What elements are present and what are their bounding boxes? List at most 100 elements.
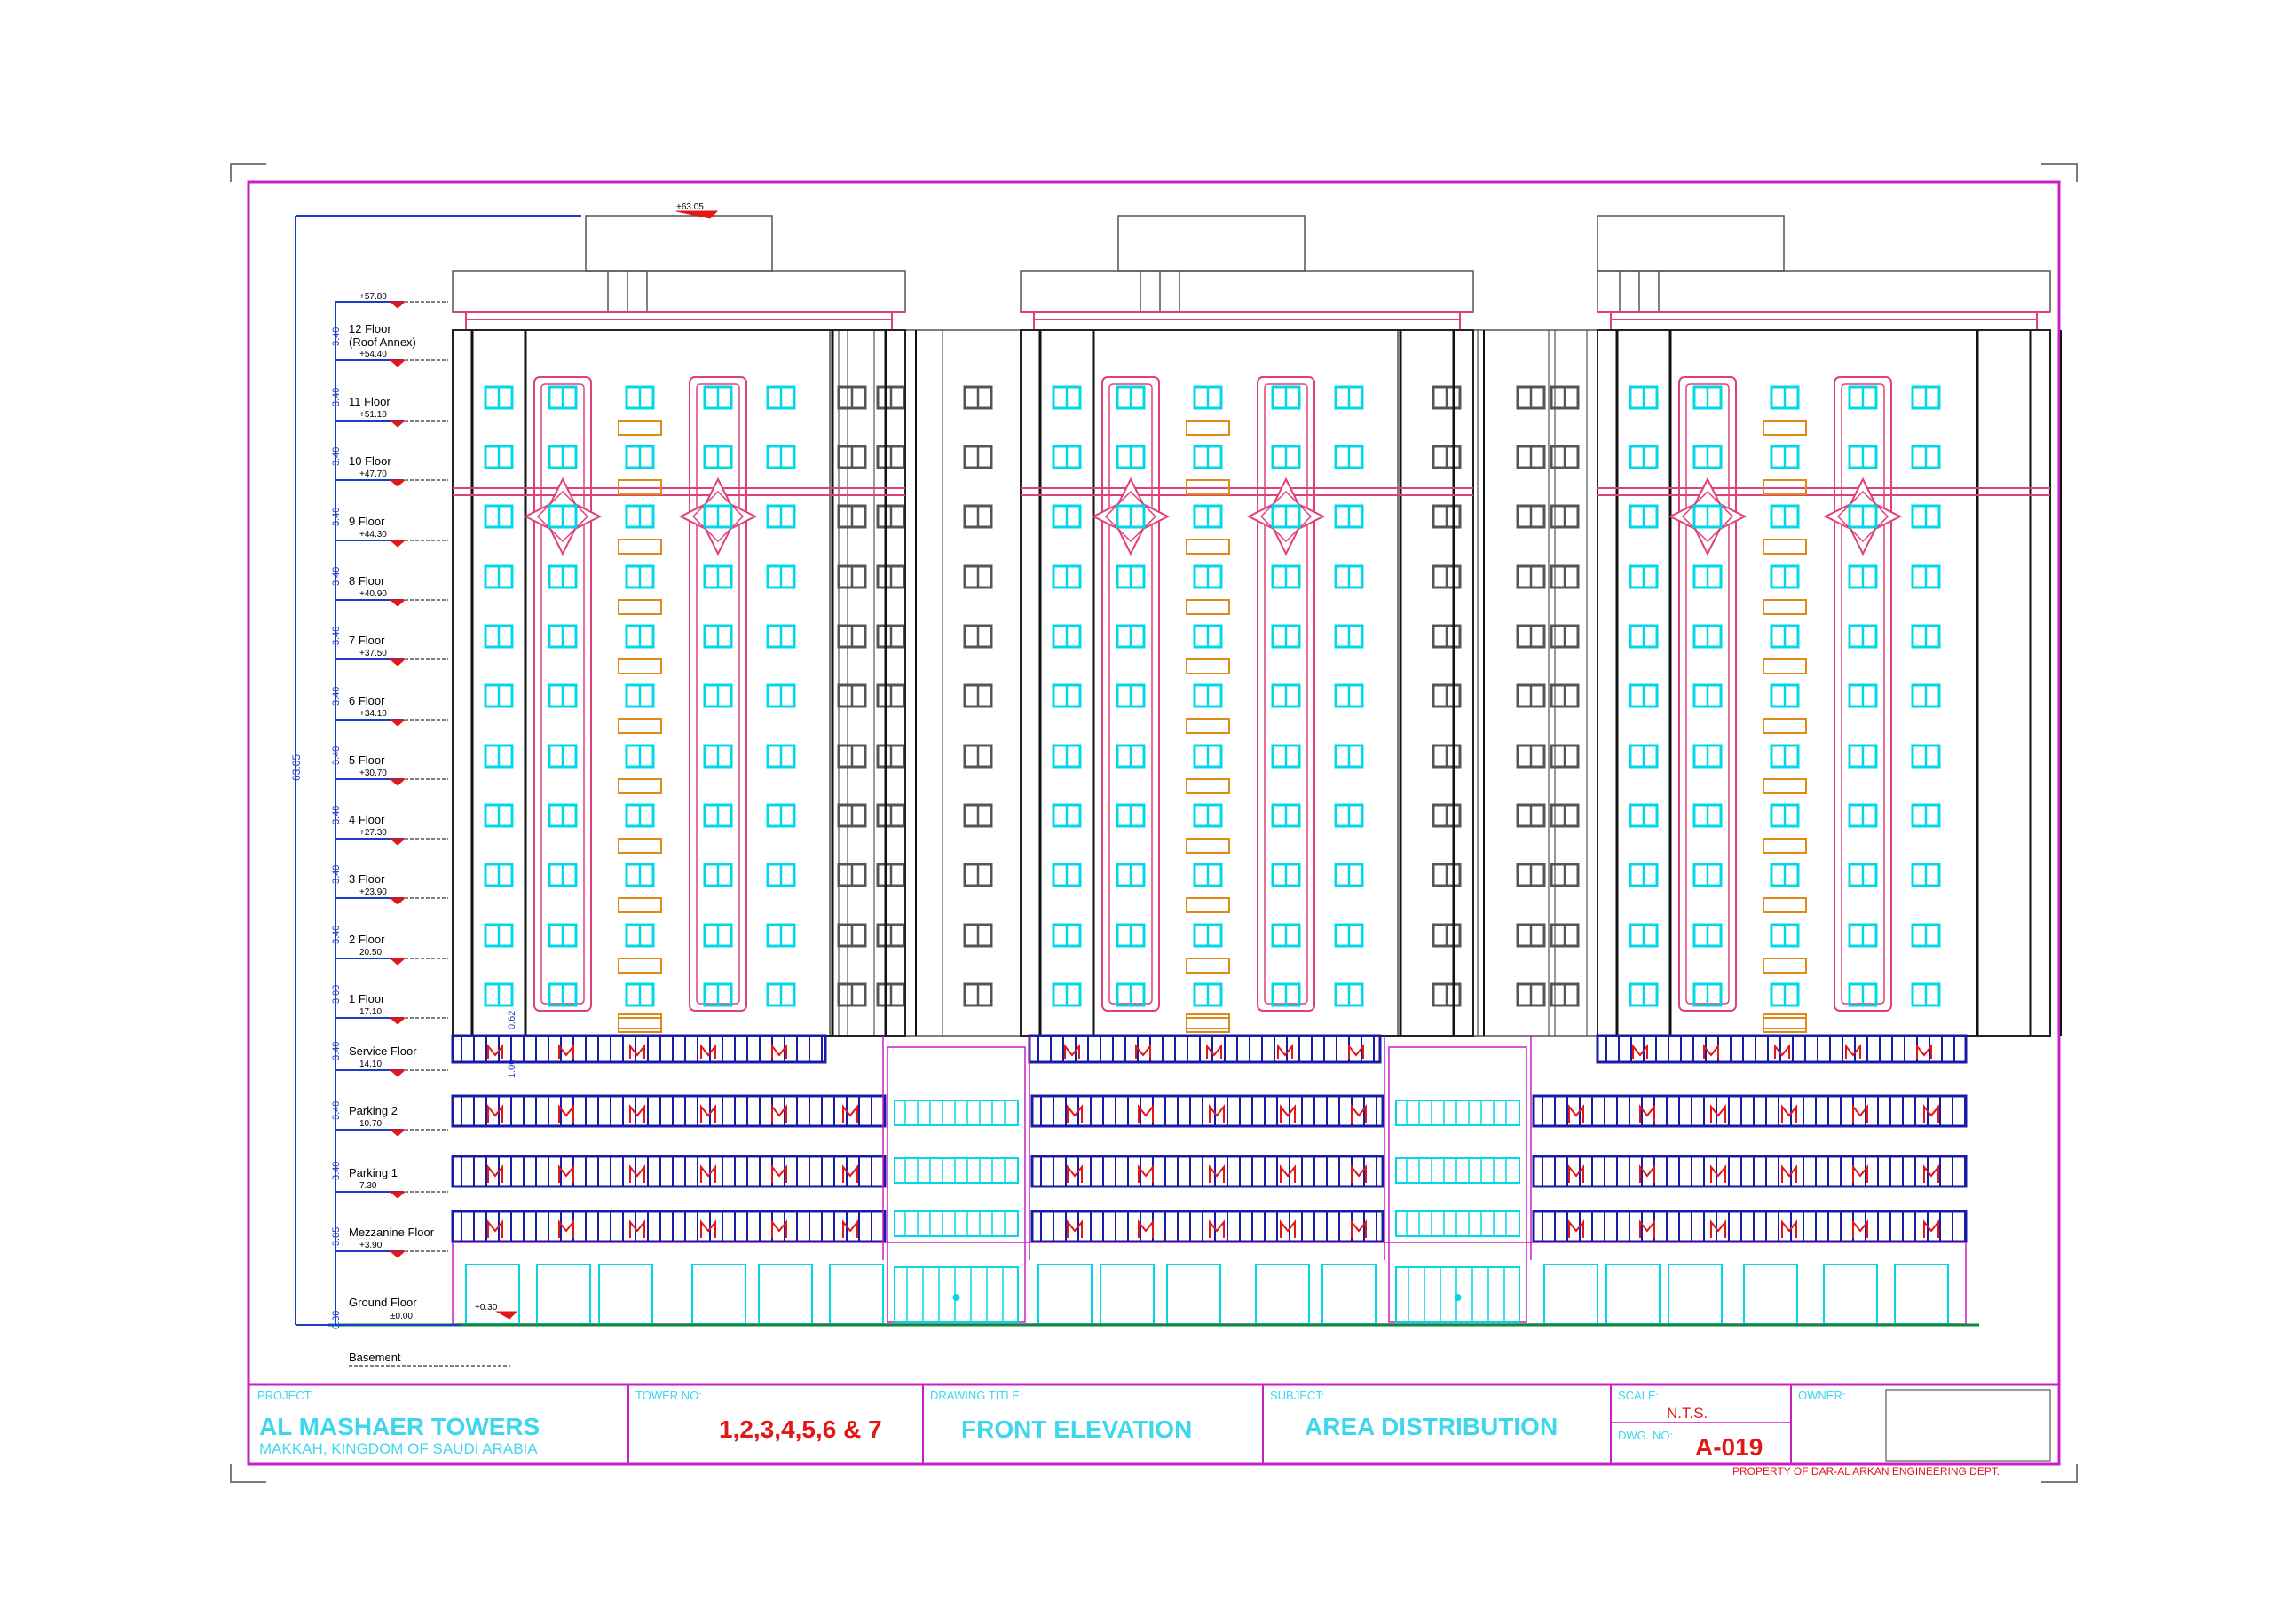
level-name: 4 Floor (349, 813, 385, 826)
gap-dim: 3.40 (331, 687, 342, 706)
tower-label: TOWER NO: (635, 1389, 702, 1402)
balcony (618, 599, 662, 615)
dwg-value: A-019 (1695, 1433, 1763, 1461)
vent-mark (1209, 1219, 1225, 1238)
grille-frame (1596, 1034, 1968, 1064)
level-name: 12 Floor (349, 322, 391, 335)
grille-frame (451, 1210, 887, 1243)
vent-mark (558, 1164, 574, 1183)
gap-block-left (829, 329, 1022, 1037)
shop-front (598, 1264, 653, 1325)
balcony (1186, 718, 1230, 734)
gap-dim: 0.30 (331, 1311, 342, 1329)
parking-grille (1030, 1210, 1384, 1243)
balcony (1186, 599, 1230, 615)
vent-mark (1206, 1044, 1222, 1059)
star-ornament-inner (536, 490, 589, 543)
level-value: 14.10 (359, 1060, 382, 1069)
vent-mark (1348, 1044, 1364, 1059)
vent-mark (1703, 1044, 1719, 1059)
balcony (618, 658, 662, 674)
vent-mark (1781, 1104, 1797, 1123)
tower (1020, 215, 1485, 1037)
gap-dim: 3.40 (331, 567, 342, 586)
level-labels: 12 Floor (Roof Annex) +54.40 11 Floor +5… (349, 322, 435, 1321)
ground-floor-shops (452, 1242, 1967, 1325)
level-name: 6 Floor (349, 694, 385, 707)
owner-logo-box (1885, 1389, 2051, 1462)
level-value: +40.90 (359, 589, 387, 599)
shop-front (1605, 1264, 1661, 1325)
balcony (1186, 778, 1230, 794)
balcony (1186, 1013, 1230, 1029)
gap-dim: 3.40 (331, 508, 342, 526)
vent-mark (1135, 1044, 1151, 1059)
balcony (1186, 479, 1230, 495)
level-name: 1 Floor (349, 992, 385, 1005)
parking-grille (1532, 1094, 1968, 1128)
level-name: 2 Floor (349, 933, 385, 946)
ornament-column (689, 376, 747, 1012)
level-marker (495, 1311, 518, 1320)
vent-mark (700, 1104, 716, 1123)
shop-front (1166, 1264, 1221, 1325)
parking-grille (1596, 1034, 1968, 1064)
top-level-label: +63.05 (676, 202, 704, 212)
vent-mark (1209, 1164, 1225, 1183)
basement-label: Basement (349, 1351, 401, 1364)
vent-mark (558, 1044, 574, 1059)
level-marker (389, 658, 406, 666)
balcony (618, 778, 662, 794)
shop-front (1543, 1264, 1598, 1325)
vent-mark (629, 1219, 645, 1238)
entrance-frame (1388, 1046, 1527, 1323)
parking-grille (451, 1034, 827, 1064)
shop-front (1100, 1264, 1155, 1325)
balcony (1763, 897, 1807, 913)
parking-grille (1532, 1155, 1968, 1188)
roof-annex (1117, 215, 1306, 272)
star-ornament-inner (1259, 490, 1313, 543)
balcony (618, 479, 662, 495)
property-note: PROPERTY OF DAR-AL ARKAN ENGINEERING DEP… (1732, 1465, 2000, 1478)
grille-frame (451, 1155, 887, 1188)
entrance-frame (887, 1046, 1026, 1323)
star-ornament-inner (1104, 490, 1157, 543)
level-marker (389, 1017, 406, 1025)
balcony (1186, 1017, 1230, 1033)
total-height-label: 63.05 (290, 754, 303, 781)
vent-mark (771, 1104, 787, 1123)
vent-mark (1067, 1104, 1083, 1123)
level-marker (389, 1250, 406, 1258)
door-handle (1454, 1294, 1462, 1301)
balcony (1763, 718, 1807, 734)
ground-floor-frame (452, 1242, 1967, 1325)
vent-mark (700, 1219, 716, 1238)
level-name: 9 Floor (349, 515, 385, 528)
level-value: ±0.00 (390, 1312, 413, 1321)
vent-mark (1639, 1164, 1655, 1183)
level-marker (389, 719, 406, 727)
drawing-title-label: DRAWING TITLE: (930, 1389, 1023, 1402)
entrance-door (1395, 1266, 1520, 1323)
balcony (1763, 539, 1807, 555)
shop-front (1743, 1264, 1798, 1325)
level-marker (389, 301, 406, 309)
level-marker (389, 540, 406, 548)
parking-grille (451, 1094, 887, 1128)
vent-mark (1138, 1104, 1154, 1123)
owner-label: OWNER: (1798, 1389, 1845, 1402)
ornament-column (533, 376, 592, 1012)
vent-mark (1209, 1104, 1225, 1123)
gap-dim: 3.40 (331, 447, 342, 466)
balcony (1186, 958, 1230, 974)
shop-front (1668, 1264, 1723, 1325)
level-name: 5 Floor (349, 753, 385, 767)
vent-mark (1568, 1104, 1584, 1123)
vent-mark (1852, 1104, 1868, 1123)
shop-front (1894, 1264, 1949, 1325)
vent-mark (1280, 1104, 1296, 1123)
level-name: 10 Floor (349, 454, 391, 468)
shop-front (1321, 1264, 1377, 1325)
